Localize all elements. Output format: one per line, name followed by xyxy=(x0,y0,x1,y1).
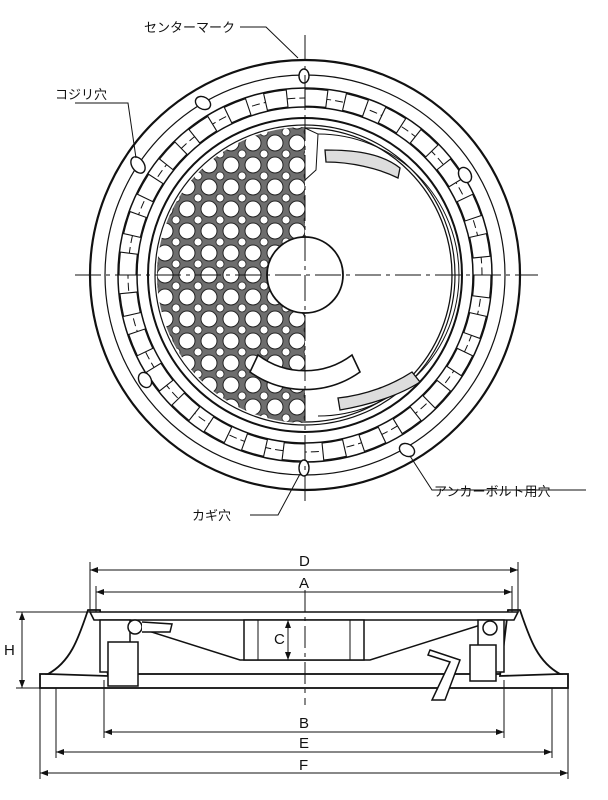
top-leaders xyxy=(75,26,586,516)
flange-rib xyxy=(136,173,164,203)
center-boss xyxy=(243,619,365,661)
flange-rib xyxy=(281,442,306,462)
flange-rib xyxy=(456,193,482,222)
flange-ribs xyxy=(118,88,492,462)
dimension-arrows xyxy=(19,567,568,776)
flange-rib xyxy=(188,115,218,144)
flange-rib xyxy=(446,347,474,377)
flange-rib xyxy=(223,98,252,124)
flange-rib xyxy=(158,141,188,171)
flange-rib xyxy=(262,89,289,111)
anchor-bolt-hole-4 xyxy=(137,371,153,389)
top-view xyxy=(75,35,538,505)
flange-rib xyxy=(118,251,138,276)
dimension-A-label: A xyxy=(299,575,309,592)
key-hole-label: カギ穴 xyxy=(192,509,231,524)
dimension-D-label: D xyxy=(299,553,310,570)
anchor-bolt-hole xyxy=(398,442,416,458)
flange-rib xyxy=(409,128,439,158)
flange-rib xyxy=(123,210,147,239)
flange-rib xyxy=(463,311,487,340)
flange-rib xyxy=(377,106,407,134)
key-hole xyxy=(298,459,310,477)
anchor-bolt-hole-label: アンカーボルト用穴 xyxy=(434,485,550,500)
anchor-bolt-hole-2 xyxy=(194,95,212,111)
flange-rib xyxy=(472,274,492,299)
flange-rib xyxy=(171,392,201,422)
right-hinge xyxy=(427,619,505,701)
section-view xyxy=(39,590,569,705)
base-flange xyxy=(39,673,569,689)
dimension-F-label: F xyxy=(299,757,308,774)
flange-rib xyxy=(321,439,348,461)
flange-rib xyxy=(203,416,233,444)
center-mark-label: センターマーク xyxy=(144,21,235,36)
left-hinge xyxy=(99,619,173,687)
anchor-bolt-hole-3 xyxy=(457,166,473,184)
dimension-E-label: E xyxy=(299,735,309,752)
flange-rib xyxy=(128,328,154,357)
cover-pattern-left-half xyxy=(157,127,305,423)
dimension-H-label: H xyxy=(4,642,15,659)
flange-rib xyxy=(392,406,422,435)
flange-rib xyxy=(304,88,329,108)
flange-rib xyxy=(341,93,370,117)
saw-hole-label: コジリ穴 xyxy=(55,88,107,103)
flange-rib xyxy=(422,379,452,409)
dimension-B-label: B xyxy=(299,715,309,732)
flange-rib xyxy=(240,433,269,457)
flange-rib xyxy=(119,291,141,318)
cover-top-surface xyxy=(88,611,520,621)
flange-rib xyxy=(145,362,174,392)
dimension-C-label: C xyxy=(274,631,285,648)
saw-hole xyxy=(130,156,146,174)
flange-rib xyxy=(358,426,387,452)
center-mark-notch xyxy=(298,68,310,84)
flange-rib xyxy=(469,232,491,259)
